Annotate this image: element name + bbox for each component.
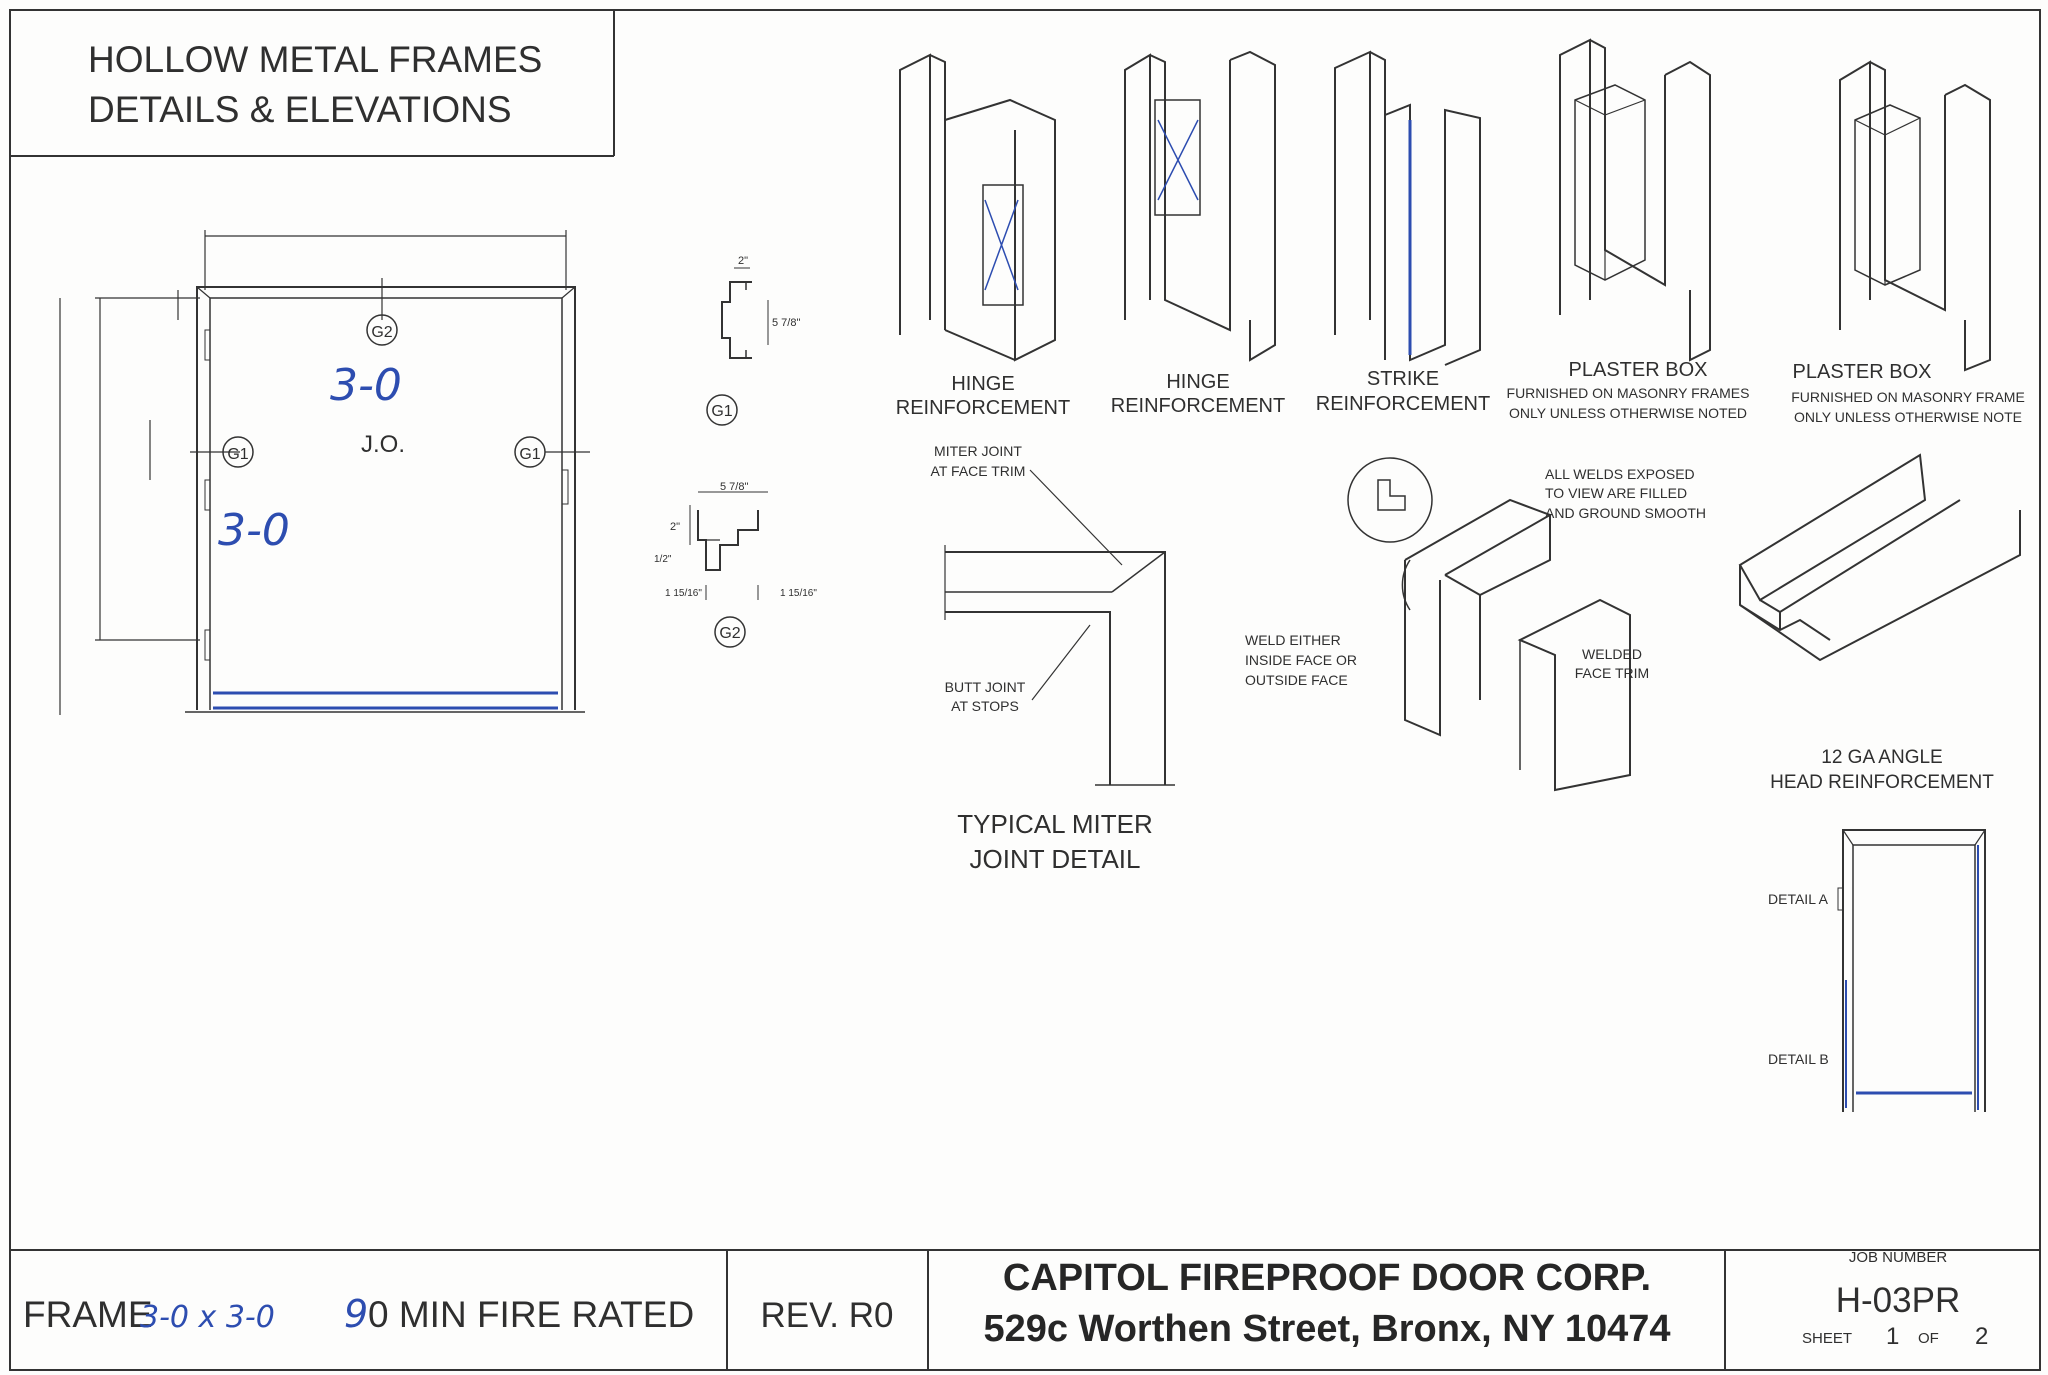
strike-reinforcement-drawing bbox=[1334, 50, 1481, 366]
small-elevation-drawing bbox=[1837, 829, 1986, 1112]
miter-detail-title-line2: JOINT DETAIL bbox=[970, 844, 1141, 874]
angle-head-reinforcement-drawing bbox=[1738, 453, 2021, 662]
welds-note-line1: ALL WELDS EXPOSED bbox=[1545, 466, 1695, 482]
miter-callout-top-line1: MITER JOINT bbox=[934, 443, 1022, 459]
welded-corner-detail-drawing bbox=[1347, 457, 1631, 792]
sheet-title-line1: HOLLOW METAL FRAMES bbox=[88, 39, 542, 80]
handwritten-width: 3-0 bbox=[330, 360, 402, 411]
frame-rating: 0 MIN FIRE RATED bbox=[368, 1294, 694, 1335]
company-address: 529c Worthen Street, Bronx, NY 10474 bbox=[983, 1308, 1670, 1350]
elevation-tag-left-jamb: G1 bbox=[227, 446, 248, 463]
g2-dim-side: 2" bbox=[670, 521, 680, 533]
hinge-reinforcement-1-label-line2: REINFORCEMENT bbox=[896, 397, 1070, 419]
frame-rating-digit-handwritten: 9 bbox=[344, 1292, 368, 1336]
profile-g2-tag: G2 bbox=[719, 625, 740, 642]
welds-note-line3: AND GROUND SMOOTH bbox=[1545, 505, 1706, 521]
angle-label-line2: HEAD REINFORCEMENT bbox=[1770, 772, 1994, 793]
detail-b-label: DETAIL B bbox=[1768, 1051, 1829, 1067]
g1-dim-top: 2" bbox=[738, 255, 748, 267]
butt-callout-line1: BUTT JOINT bbox=[945, 679, 1026, 695]
welded-face-trim-line1: WELDED bbox=[1582, 646, 1642, 662]
butt-callout-line2: AT STOPS bbox=[951, 698, 1019, 714]
profile-g1 bbox=[706, 267, 769, 426]
sheet-border bbox=[9, 9, 2041, 1371]
plaster-box-2-label-line1: PLASTER BOX bbox=[1793, 361, 1932, 383]
welds-note-line2: TO VIEW ARE FILLED bbox=[1545, 485, 1687, 501]
plaster-box-2-drawing bbox=[1839, 60, 1991, 372]
g2-dim-top: 5 7/8" bbox=[720, 481, 748, 493]
g2-dim-right: 1 15/16" bbox=[780, 588, 817, 599]
hinge-reinforcement-2-label-line2: REINFORCEMENT bbox=[1111, 395, 1285, 417]
sheet-total: 2 bbox=[1975, 1323, 1988, 1350]
miter-callout-top-line2: AT FACE TRIM bbox=[931, 463, 1026, 479]
title-box: HOLLOW METAL FRAMES DETAILS & ELEVATIONS bbox=[10, 10, 615, 157]
plaster-box-1-label-line3: ONLY UNLESS OTHERWISE NOTED bbox=[1509, 405, 1747, 421]
weld-either-line2: INSIDE FACE OR bbox=[1245, 652, 1357, 668]
weld-either-line1: WELD EITHER bbox=[1245, 632, 1341, 648]
revision-label: REV. R0 bbox=[761, 1296, 894, 1335]
hinge-reinforcement-1-drawing bbox=[899, 53, 1056, 362]
hinge-reinforcement-2-label-line1: HINGE bbox=[1166, 371, 1229, 393]
strike-reinforcement-label-line2: REINFORCEMENT bbox=[1316, 393, 1490, 415]
handwritten-height: 3-0 bbox=[218, 505, 290, 556]
job-number-label: JOB NUMBER bbox=[1849, 1249, 1948, 1266]
g1-dim-side: 5 7/8" bbox=[772, 317, 800, 329]
plaster-box-1-label-line2: FURNISHED ON MASONRY FRAMES bbox=[1507, 385, 1750, 401]
strike-reinforcement-label-line1: STRIKE bbox=[1367, 368, 1439, 390]
g2-dim-lip: 1/2" bbox=[654, 554, 672, 565]
title-block bbox=[10, 1249, 2040, 1370]
plaster-box-1-drawing bbox=[1559, 38, 1711, 362]
hinge-reinforcement-1-label-line1: HINGE bbox=[951, 373, 1014, 395]
hinge-reinforcement-2-drawing bbox=[1124, 50, 1276, 362]
frame-size-handwritten: 3-0 x 3-0 bbox=[140, 1300, 275, 1335]
weld-either-line3: OUTSIDE FACE bbox=[1245, 672, 1348, 688]
g2-dim-left: 1 15/16" bbox=[665, 588, 702, 599]
profile-g1-tag: G1 bbox=[711, 403, 732, 420]
of-label: OF bbox=[1918, 1330, 1939, 1347]
detail-a-label: DETAIL A bbox=[1768, 891, 1829, 907]
plaster-box-2-label-line3: ONLY UNLESS OTHERWISE NOTE bbox=[1794, 409, 2022, 425]
miter-joint-detail-drawing bbox=[944, 469, 1175, 786]
angle-label-line1: 12 GA ANGLE bbox=[1821, 747, 1942, 768]
sheet-label: SHEET bbox=[1802, 1330, 1852, 1347]
sheet-number: 1 bbox=[1886, 1323, 1899, 1350]
frame-label: FRAME bbox=[23, 1294, 153, 1335]
job-number: H-03PR bbox=[1836, 1281, 1960, 1320]
welded-face-trim-line2: FACE TRIM bbox=[1575, 665, 1649, 681]
elevation-tag-right-jamb: G1 bbox=[519, 446, 540, 463]
frame-elevation bbox=[59, 230, 590, 715]
plaster-box-2-label-line2: FURNISHED ON MASONRY FRAME bbox=[1791, 389, 2025, 405]
jamb-opening-label: J.O. bbox=[361, 431, 405, 458]
elevation-tag-head: G2 bbox=[371, 324, 392, 341]
miter-detail-title-line1: TYPICAL MITER bbox=[957, 809, 1153, 839]
profile-g2 bbox=[689, 491, 768, 648]
company-name: CAPITOL FIREPROOF DOOR CORP. bbox=[1003, 1257, 1651, 1299]
plaster-box-1-label-line1: PLASTER BOX bbox=[1569, 359, 1708, 381]
sheet-title-line2: DETAILS & ELEVATIONS bbox=[88, 89, 512, 130]
